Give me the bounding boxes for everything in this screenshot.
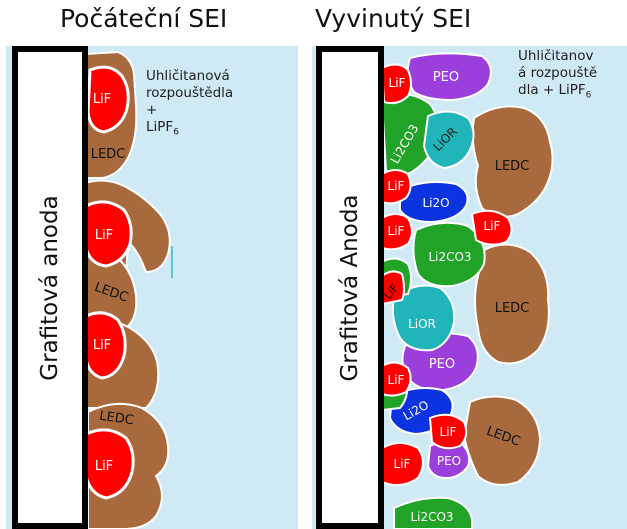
evolved-sei-title: Vyvinutý SEI <box>315 4 472 33</box>
ledc-label: LEDC <box>495 301 530 316</box>
solvent-label: Uhličitanová rozpouštědla + LiPF6 <box>146 68 233 142</box>
ledc-blob <box>462 395 542 486</box>
li2o-blob <box>399 181 469 224</box>
lif-label: LiF <box>394 457 411 471</box>
lif-blob <box>381 442 424 487</box>
evolved-sei-layer: PEO LiF Li2CO3 LiOR LEDC LiF Li2O LiF Li… <box>380 52 554 529</box>
initial-sei-title: Počáteční SEI <box>60 4 228 33</box>
solvent-line: Uhličitanová <box>146 68 230 84</box>
peo-label: PEO <box>429 357 455 372</box>
li2co3-blob <box>412 221 486 288</box>
evolved-sei-panel: PEO LiF Li2CO3 LiOR LEDC LiF Li2O LiF Li… <box>312 46 627 529</box>
lif-blob <box>86 65 130 134</box>
ledc-label: LEDC <box>91 147 126 162</box>
solvent-label: Uhličitanov á rozpouště dla + LiPF6 <box>518 48 597 105</box>
lif-blob <box>381 213 413 251</box>
lif-blob <box>428 413 468 450</box>
initial-sei-panel: LiF LEDC LiF LEDC LiF LEDC LiF Uhličitan… <box>6 46 298 529</box>
li2co3-label: Li2CO3 <box>428 250 471 264</box>
li2co3-label: Li2CO3 <box>410 510 453 524</box>
lif-label: LiF <box>388 179 405 193</box>
lif-blob <box>84 311 127 380</box>
lif-blob <box>380 63 412 105</box>
lif-label: LiF <box>484 219 501 233</box>
initial-sei-layer: LiF LEDC LiF LEDC LiF LEDC LiF <box>80 50 173 529</box>
lif-blob <box>381 361 412 397</box>
lif-blob <box>381 169 412 205</box>
lior-blob <box>422 110 475 170</box>
graphite-anode-right: Grafitová Anoda <box>316 46 384 529</box>
peo-label: PEO <box>433 70 459 85</box>
li2o-label: Li2O <box>422 196 449 210</box>
lif-label: LiF <box>440 425 457 439</box>
lif-label: LiF <box>389 76 406 90</box>
solvent-line: LiPF6 <box>146 119 179 138</box>
solvent-line: rozpouštědla <box>146 85 234 101</box>
lif-label: LiF <box>93 338 111 353</box>
lior-blob <box>391 284 456 352</box>
lif-blob <box>470 209 513 246</box>
peo-label: PEO <box>437 454 461 468</box>
ledc-blob <box>471 105 554 218</box>
solvent-line: á rozpouště <box>518 65 598 81</box>
lif-blob <box>84 200 133 268</box>
solvent-line: + <box>146 102 158 118</box>
lif-label: LiF <box>93 92 111 107</box>
li2co3-blob <box>393 496 473 529</box>
anode-label: Grafitová Anoda <box>337 193 363 382</box>
lif-blob <box>381 270 405 306</box>
lif-label: LiF <box>388 224 405 238</box>
graphite-anode-left: Grafitová anoda <box>12 46 88 529</box>
peo-blob <box>406 52 492 102</box>
ledc-label: LEDC <box>495 159 530 174</box>
lif-label: LiF <box>95 228 113 243</box>
lif-label: LiF <box>388 373 405 387</box>
ledc-label: LEDC <box>98 409 134 429</box>
solvent-line: Uhličitanov <box>518 48 594 64</box>
lior-label: LiOR <box>408 317 436 331</box>
solvent-line: dla + LiPF6 <box>518 82 592 101</box>
lif-blob <box>84 428 135 500</box>
ledc-blob <box>474 243 550 365</box>
anode-label: Grafitová anoda <box>37 194 63 381</box>
lif-label: LiF <box>95 459 113 474</box>
